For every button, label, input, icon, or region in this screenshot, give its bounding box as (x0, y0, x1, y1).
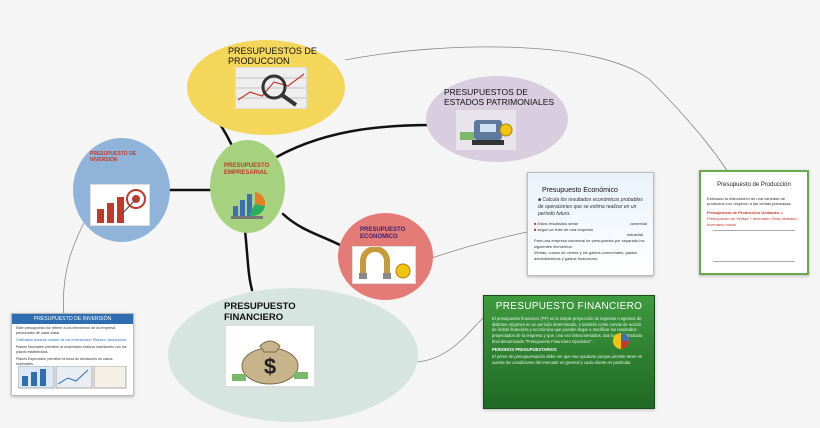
card-inversion-body: Este presupuesto se refiere a los elemen… (16, 326, 116, 336)
card-economico-bullet-text: Calcula los resultados económicos probab… (538, 197, 643, 217)
money-machine-icon (456, 110, 516, 150)
node-patrimoniales-label: PRESUPUESTOS DE ESTADOS PATRIMONIALES (444, 87, 555, 107)
card-produccion[interactable]: Presupuesto de Producción Estimado la el… (699, 170, 809, 275)
card-inversion[interactable]: PRESUPUESTO DE INVERSIÓN Este presupuest… (11, 313, 134, 396)
money-bag-icon: $ (225, 325, 315, 387)
node-empresarial-label: PRESUPUESTO EMPRESARIAL (224, 163, 270, 176)
magnifier-chart-icon (235, 67, 307, 109)
link-financiero-card (415, 317, 484, 363)
node-produccion-label: PRESUPUESTOS DE PRODUCCION (228, 46, 317, 67)
card-economico-side-1: comercial (629, 221, 647, 227)
card-financiero-body2: El pérez de presupuestación debe ser que… (492, 354, 643, 365)
card-financiero[interactable]: PRESUPUESTO FINANCIERO El presupuesto fi… (483, 295, 655, 409)
card-inversion-sub: Calculado durante cuanto de los inversio… (16, 338, 127, 343)
card-economico-para2: Ventas, costos de ventas y los gastos co… (534, 250, 638, 261)
card-inversion-bullet-1: Planes Normales: permiten al empresario … (16, 345, 127, 355)
node-financiero-label: PRESUPUESTO FINANCIERO (224, 301, 296, 323)
bullet-icon: ■ (538, 197, 543, 203)
node-economico-label: PRESUPUESTO ECONOMICO (360, 227, 406, 240)
link-economico-card (431, 231, 528, 259)
card-economico-title: Presupuesto Económico (542, 187, 618, 194)
card-produccion-body: Estimado la elaboración de una variedad … (707, 196, 792, 207)
link-empresarial-financiero (243, 228, 254, 292)
photo-thumbnails (17, 365, 128, 391)
card-inversion-title: PRESUPUESTO DE INVERSIÓN (12, 314, 133, 324)
card-produccion-title: Presupuesto de Producción (717, 182, 791, 188)
link-empresarial-economico (281, 212, 342, 247)
card-economico-item-1: ■ Estos resultados serán comercial (534, 221, 647, 227)
card-economico-para1: Para una empresa comercial se presupuest… (534, 238, 645, 249)
card-produccion-formula-title: Presupuesto de Producción Unidades = (707, 209, 783, 215)
card-economico-item-2: ■ según se trate de una empresa (534, 226, 593, 232)
card-financiero-body: El presupuesto financiero (PF) es la sim… (492, 316, 643, 344)
card-financiero-title: PRESUPUESTO FINANCIERO (495, 301, 643, 312)
pie-chart-icon (612, 332, 630, 355)
pie-chart-icon (229, 186, 266, 220)
card-economico-bullet: ■ Calcula los resultados económicos prob… (538, 197, 647, 217)
node-inversion-label: PRESUPUESTO DE INVERSIÓN (90, 151, 137, 163)
card-inversion-bullet-2: Planes Especiales: permiten la toma de d… (16, 357, 113, 366)
bar-chart-target-icon (90, 184, 150, 226)
card-produccion-table (713, 229, 795, 262)
link-inversion-card (62, 214, 89, 319)
link-produccion-card (344, 46, 729, 173)
svg-text:$: $ (264, 354, 276, 379)
card-economico-side-2: industrial (626, 232, 643, 238)
card-produccion-formula: Presupuesto de Ventas + Inventario Final… (707, 216, 800, 227)
card-financiero-subtitle: PERIODOS PRESUPUESTARIOS (492, 347, 557, 353)
link-empresarial-patrimoniales (266, 123, 434, 164)
card-economico[interactable]: Presupuesto Económico ■ Calcula los resu… (527, 172, 654, 276)
magnet-coin-icon (352, 246, 416, 284)
